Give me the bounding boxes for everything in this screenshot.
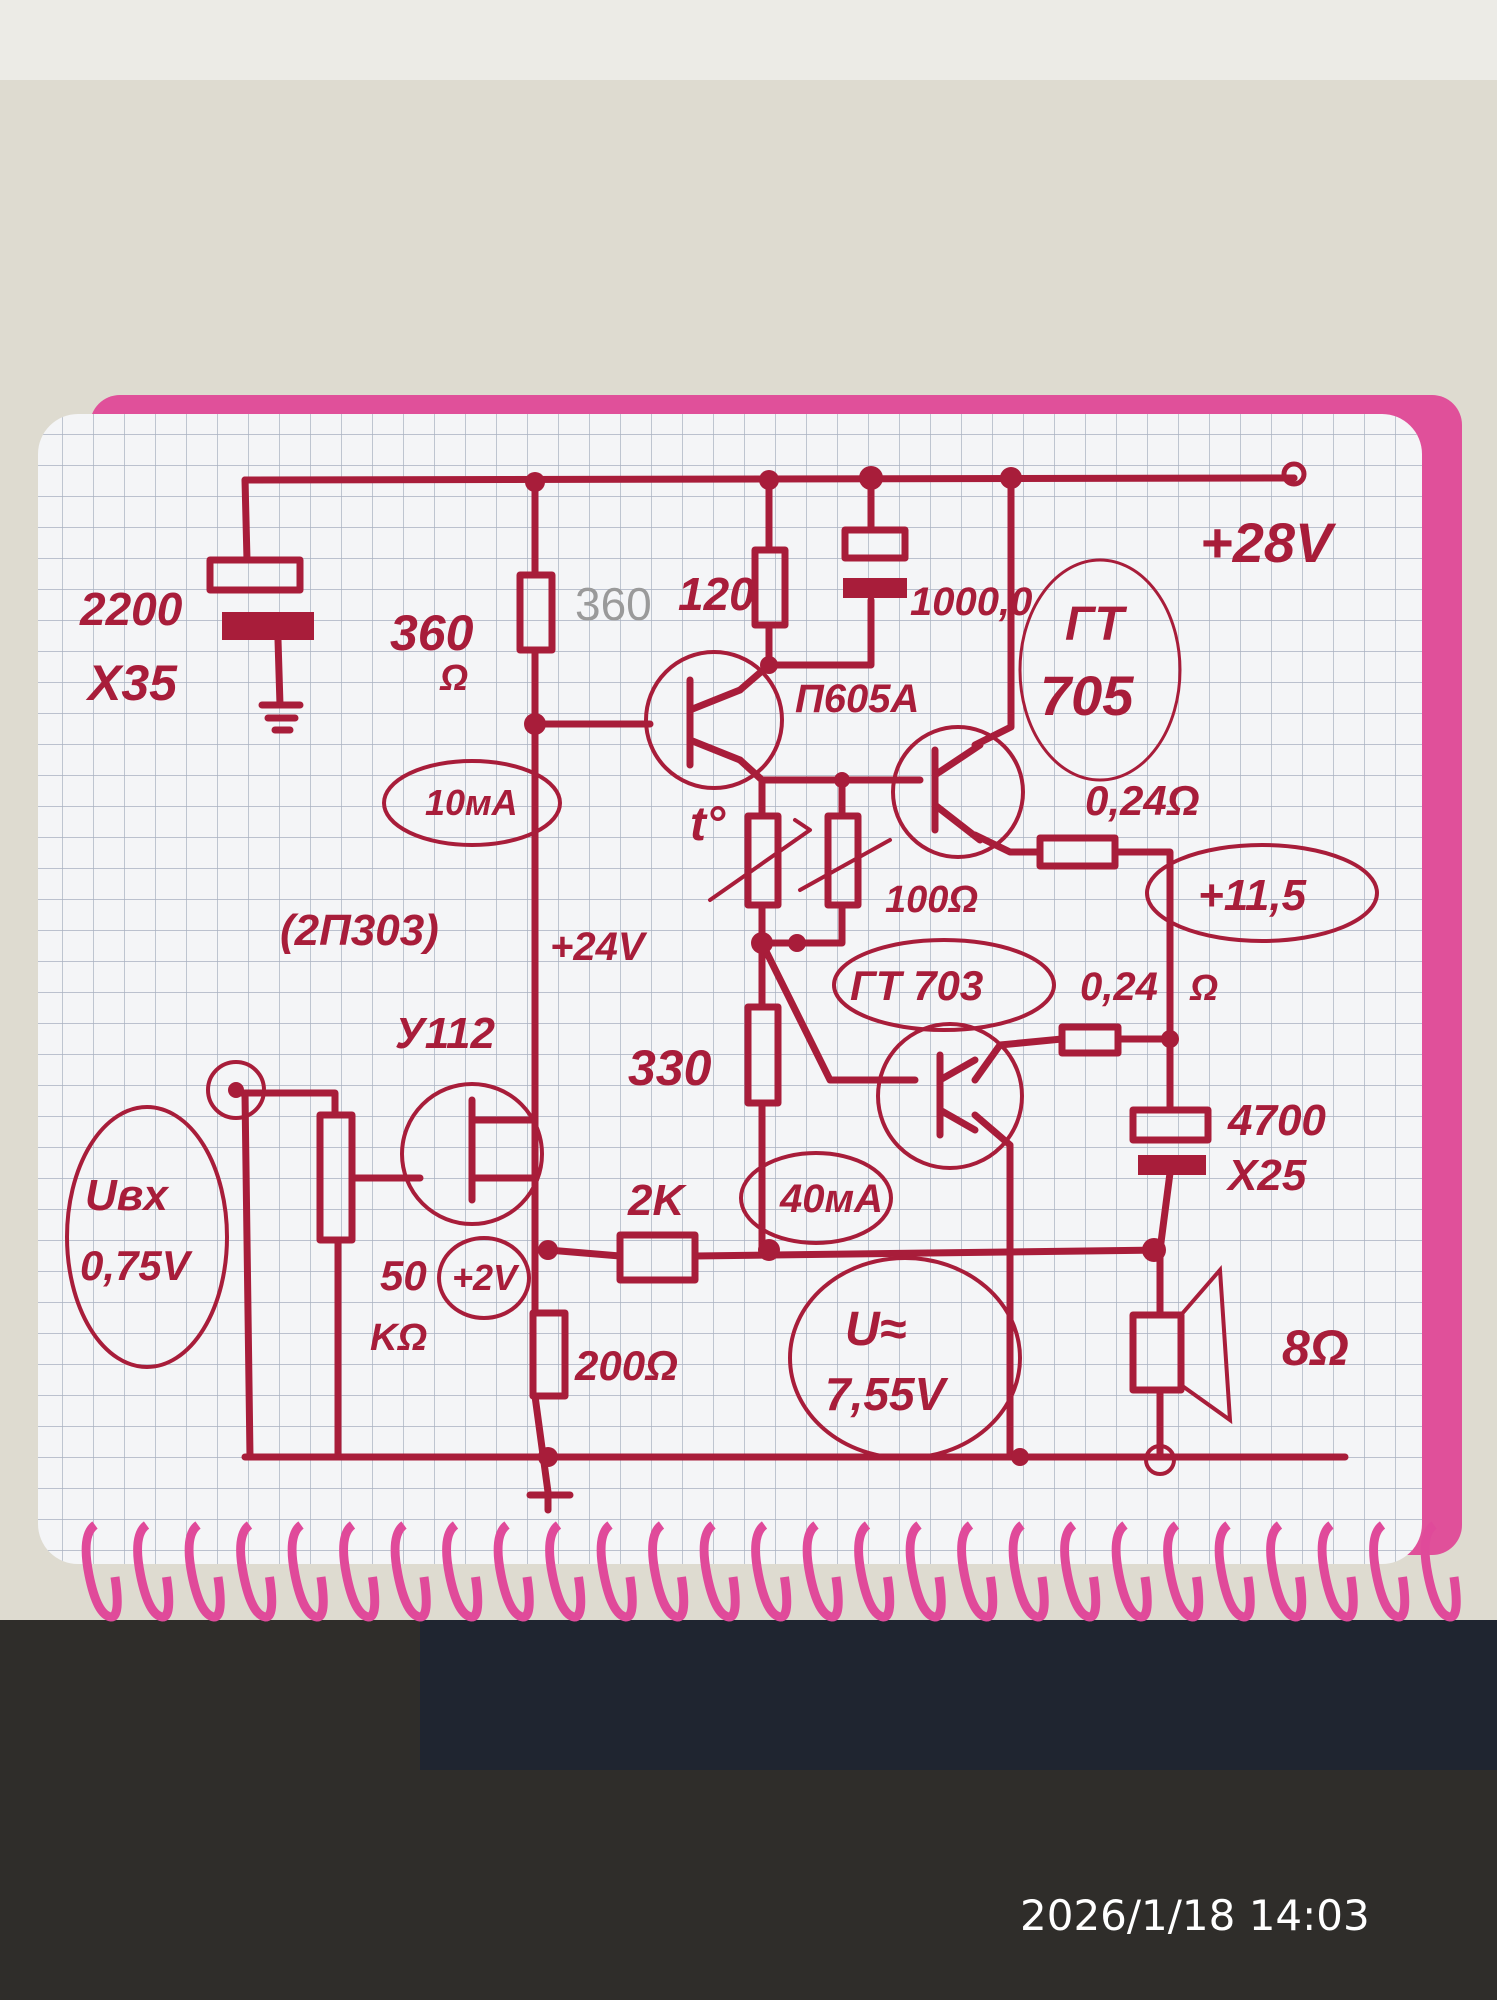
- resistor-0-24-upper: [1036, 834, 1119, 870]
- spiral-coil: [648, 1521, 689, 1622]
- ellipse-11-5: [1145, 843, 1379, 943]
- spiral-coil: [1163, 1521, 1204, 1622]
- output-label-2: 7,55V: [825, 1368, 949, 1420]
- ellipse-10ma: [382, 759, 562, 847]
- photo-timestamp: 2026/1/18 14:03: [1020, 1891, 1370, 1940]
- window-frame: [0, 0, 1497, 80]
- thermistor: [708, 812, 812, 909]
- resistor-0-24-lower: [1058, 1023, 1122, 1057]
- spiral-coil: [751, 1521, 792, 1622]
- pot-value-2: KΩ: [370, 1317, 427, 1359]
- fet-alt-label: (2П303): [280, 906, 439, 955]
- spiral-coil: [596, 1521, 637, 1622]
- resistor-360: [516, 571, 556, 654]
- r-120-value: 120: [678, 568, 755, 620]
- c-out-value: 4700: [1227, 1096, 1326, 1145]
- thermistor-label: t°: [690, 798, 726, 851]
- r-e-lower-value: 0,24: [1080, 965, 1158, 1009]
- transistor-gt703: [876, 1022, 1024, 1170]
- r-360-value: 360: [390, 605, 474, 661]
- ellipse-gt705: [1018, 558, 1182, 782]
- c-1000-value: 1000,0: [910, 580, 1032, 624]
- ellipse-input: [65, 1105, 229, 1369]
- spiral-coil: [184, 1521, 225, 1622]
- spiral-coil: [1266, 1521, 1307, 1622]
- resistor-330: [744, 1003, 782, 1107]
- r-e-lower-unit: Ω: [1189, 967, 1218, 1008]
- spiral-binding: [81, 1521, 1461, 1622]
- trimmer-100: [798, 812, 892, 909]
- supply-terminal: [1281, 461, 1307, 487]
- c-main-voltage: X35: [85, 655, 178, 711]
- c-out-voltage: X25: [1225, 1151, 1307, 1200]
- voltage-out-label: +11,5: [1198, 871, 1307, 920]
- ellipse-gt703: [832, 938, 1056, 1032]
- input-label-2: 0,75V: [80, 1242, 193, 1289]
- capacitor-4700: [1129, 1106, 1212, 1175]
- input-label-1: Uвх: [85, 1171, 169, 1220]
- ground-icon: [526, 1491, 574, 1514]
- resistor-2k: [616, 1231, 699, 1284]
- potentiometer-50k: [316, 1111, 356, 1244]
- speaker-icon: [1129, 1265, 1233, 1425]
- spiral-coil: [442, 1521, 483, 1622]
- spiral-coil: [1008, 1521, 1049, 1622]
- capacitor-1000: [841, 526, 909, 598]
- ellipse-2v: [437, 1236, 531, 1320]
- spiral-coil: [1420, 1521, 1461, 1622]
- transistor-gt705: [891, 725, 1025, 859]
- c-main-value: 2200: [79, 583, 183, 635]
- spiral-coil: [699, 1521, 740, 1622]
- ellipse-output: [788, 1256, 1022, 1460]
- spiral-coil: [957, 1521, 998, 1622]
- spiral-coil: [81, 1521, 122, 1622]
- spiral-coil: [1369, 1521, 1410, 1622]
- spiral-coil: [1317, 1521, 1358, 1622]
- spiral-coil: [493, 1521, 534, 1622]
- r-2k-value: 2K: [627, 1176, 687, 1225]
- dark-mat: [420, 1620, 1497, 1770]
- pencil-note-360: 360: [575, 578, 652, 630]
- spiral-coil: [802, 1521, 843, 1622]
- fet-transistor: [400, 1082, 544, 1226]
- resistor-120: [751, 546, 789, 629]
- spiral-coil: [390, 1521, 431, 1622]
- spiral-coil: [339, 1521, 380, 1622]
- r-200-value: 200Ω: [574, 1342, 678, 1389]
- q-upper-label-1: ГТ: [1065, 598, 1127, 651]
- voltage-source-label: +2V: [452, 1257, 520, 1298]
- voltage-mid-label: +24V: [550, 925, 648, 969]
- spiral-coil: [236, 1521, 277, 1622]
- q-driver-label: П605А: [795, 677, 919, 721]
- r-trim-value: 100Ω: [885, 879, 978, 921]
- q-upper-label-2: 705: [1040, 664, 1134, 727]
- spiral-coil: [545, 1521, 586, 1622]
- resistor-200: [529, 1309, 569, 1400]
- r-e-upper-value: 0,24Ω: [1085, 777, 1200, 824]
- r-330-value: 330: [628, 1040, 712, 1096]
- spiral-coil: [854, 1521, 895, 1622]
- spiral-coil: [1214, 1521, 1255, 1622]
- r-360-unit: Ω: [439, 657, 468, 698]
- current-out-label: 40мA: [779, 1177, 883, 1221]
- spiral-coil: [1111, 1521, 1152, 1622]
- speaker-value: 8Ω: [1282, 1320, 1349, 1376]
- fet-label: У112: [395, 1009, 495, 1058]
- spiral-coil: [133, 1521, 174, 1622]
- spiral-coil: [905, 1521, 946, 1622]
- ellipse-40ma: [739, 1151, 893, 1245]
- current-top-label: 10мA: [425, 782, 518, 823]
- output-label-1: U≈: [845, 1303, 906, 1356]
- spiral-coil: [1060, 1521, 1101, 1622]
- input-jack-icon: [206, 1060, 266, 1120]
- junctions: [524, 466, 1179, 1476]
- pot-value-1: 50: [380, 1252, 427, 1299]
- capacitor-2200: [206, 556, 314, 734]
- q-lower-label: ГТ 703: [850, 962, 983, 1009]
- transistor-p605a: [644, 650, 784, 790]
- spiral-coil: [287, 1521, 328, 1622]
- grid-lines: [38, 414, 1422, 1564]
- supply-label: +28V: [1200, 511, 1337, 574]
